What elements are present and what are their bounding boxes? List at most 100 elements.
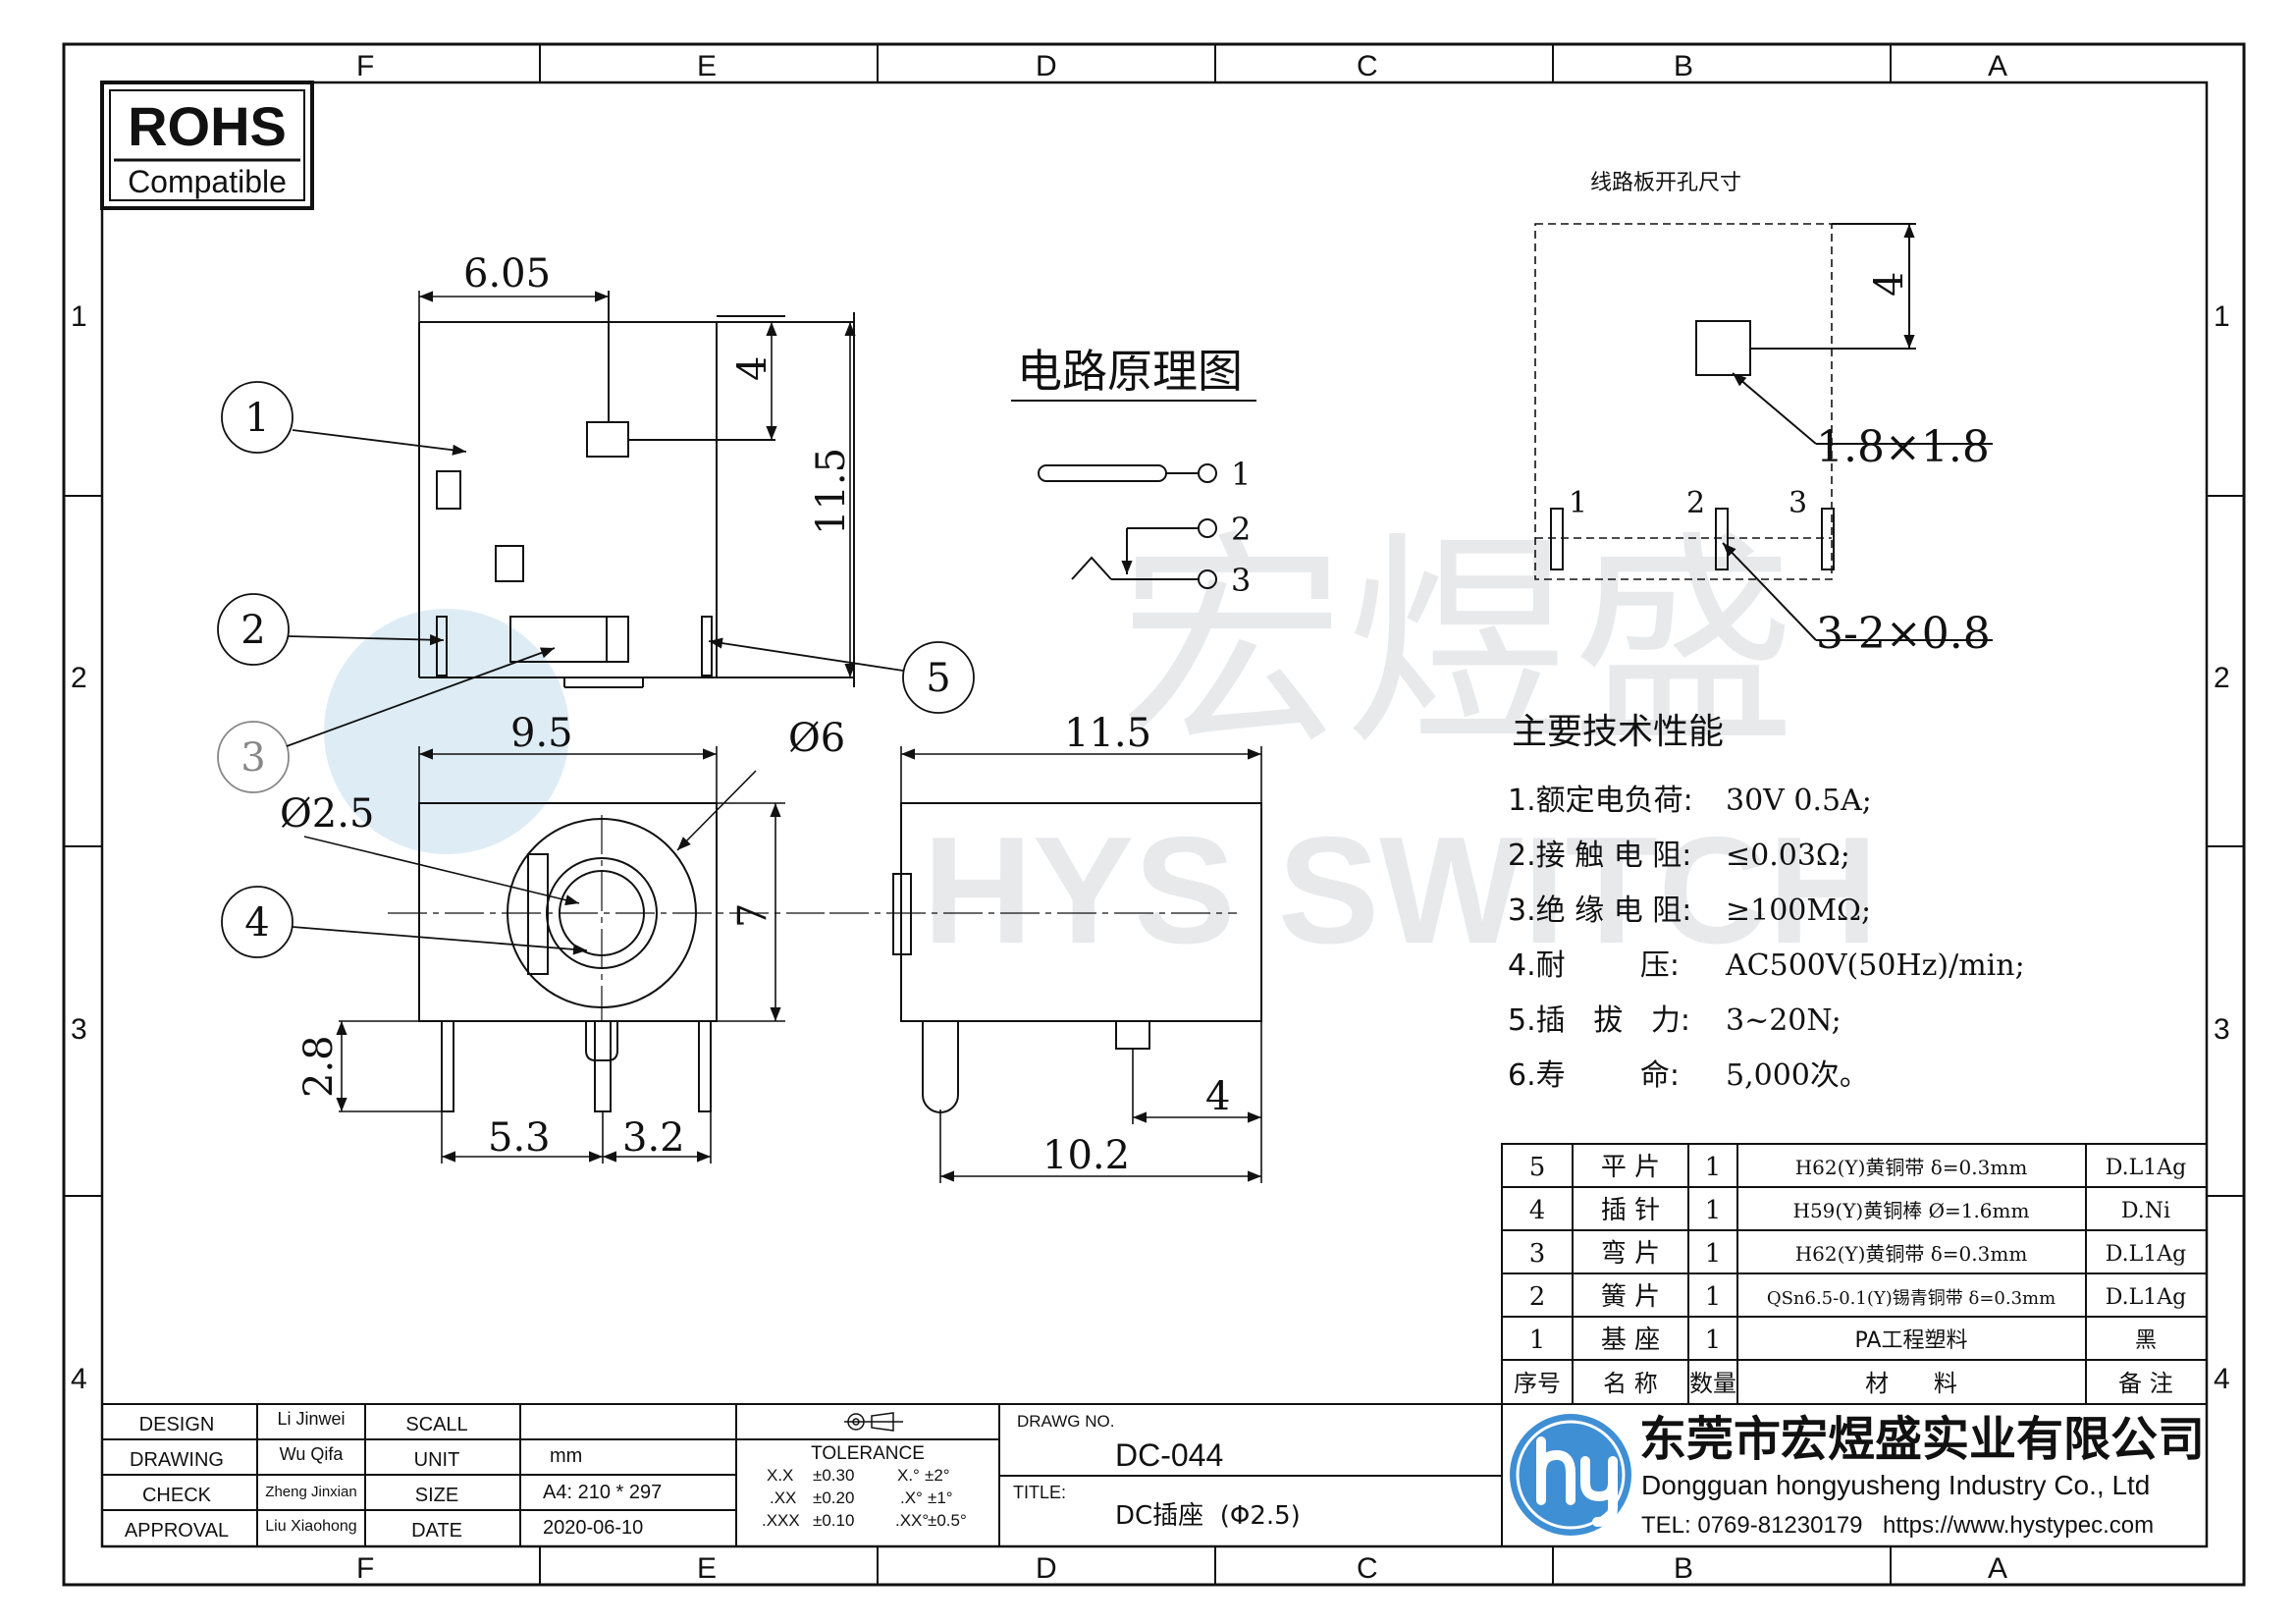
row-label-right: 1 [2214,300,2230,333]
label-drawing: DRAWING [130,1449,224,1471]
bom-header-note: 备 注 [2118,1370,2173,1397]
specs-title: 主要技术性能 [1512,712,1724,752]
front-view-dims [418,291,856,677]
callout-2: 2 [240,608,265,653]
bom-header-qty: 数量 [1689,1370,1736,1397]
callout-4: 4 [244,900,269,946]
dim-side-length: 11.5 [1064,711,1151,756]
pcb-offset: 4 [1867,272,1912,297]
col-label-bottom: B [1674,1552,1693,1585]
dim-bottom-width: 9.5 [510,711,573,756]
bottom-view-dims [303,746,785,1164]
col-label-top: D [1036,50,1057,82]
tol-left-value: ±0.10 [813,1511,854,1530]
value-date: 2020-06-10 [543,1517,643,1539]
value-size: A4: 210 * 297 [543,1482,662,1503]
tol-left-value: ±0.20 [813,1489,854,1507]
projection-symbol-icon [844,1412,903,1432]
label-unit: UNIT [414,1449,460,1471]
bom-name: 弯 片 [1601,1239,1660,1269]
company-url[interactable]: https://www.hystypec.com [1883,1512,2154,1539]
value-unit: mm [550,1445,582,1467]
schematic-pin-3: 3 [1231,562,1251,599]
pcb-pin-1: 1 [1569,486,1587,520]
side-view-dims [900,746,1262,1183]
label-drawing-no: DRAWG NO. [1017,1412,1114,1431]
bom-no: 4 [1529,1196,1546,1225]
bom-header-name: 名 称 [1603,1370,1658,1397]
col-label-bottom: A [1988,1552,2007,1585]
bom-name: 插 针 [1601,1196,1660,1225]
col-label-bottom: C [1357,1552,1378,1585]
pcb-pin-3: 3 [1789,486,1807,520]
company-name-cn: 东莞市宏煜盛实业有限公司 [1639,1412,2205,1467]
bom-no: 3 [1529,1239,1546,1269]
col-label-top: B [1674,50,1693,82]
spec-label: 4.耐 压: [1508,948,1680,983]
rohs-subtitle: Compatible [128,164,287,199]
bom-qty: 1 [1705,1282,1722,1312]
bom-name: 簧 片 [1601,1282,1660,1312]
dim-pin-length: 2.8 [296,1035,342,1098]
col-label-top: F [356,50,374,82]
dim-front-offset: 4 [730,356,775,381]
spec-label: 2.接 触 电 阻: [1508,839,1691,873]
watermark-en: HYS SWITCH [923,805,1878,975]
callout-1: 1 [244,396,269,441]
value-approval: Liu Xiaohong [265,1518,356,1535]
dim-side-pin-offset: 4 [1205,1074,1230,1119]
bom-qty: 1 [1705,1196,1722,1225]
schematic-title: 电路原理图 [1017,345,1243,398]
tol-right-value: ±1° [928,1489,953,1507]
label-design: DESIGN [139,1414,215,1435]
spec-value: ≥100MΩ; [1726,893,1871,928]
bom-no: 1 [1529,1326,1546,1355]
bom-header-no: 序号 [1514,1370,1561,1397]
bom-note: D.L1Ag [2106,1156,2186,1180]
bom-qty: 1 [1705,1239,1722,1269]
label-approval: APPROVAL [125,1520,229,1542]
rohs-title: ROHS [128,95,287,157]
bom-note: 黑 [2135,1328,2157,1353]
pcb-layout [1534,223,1993,641]
company-logo-icon [1510,1414,1631,1536]
value-design: Li Jinwei [277,1409,345,1429]
col-label-top: A [1988,50,2007,82]
drawing-title: DC插座 (Φ2.5) [1115,1501,1301,1531]
bom-material: QSn6.5-0.1(Y)锡青铜带 δ=0.3mm [1767,1288,2056,1309]
company-tel: TEL: 0769-81230179 [1641,1512,1863,1539]
callouts [217,381,975,958]
dim-side-pin-pos: 10.2 [1042,1133,1130,1178]
row-label-left: 4 [71,1363,87,1395]
row-label-right: 3 [2214,1013,2230,1046]
bom-name: 平 片 [1601,1153,1660,1182]
bom-note: D.L1Ag [2106,1242,2186,1267]
spec-value: 30V 0.5A; [1726,784,1872,818]
bom-name: 基 座 [1601,1326,1660,1355]
dim-bottom-height: 7 [730,903,775,928]
pcb-title: 线路板开孔尺寸 [1590,171,1741,195]
dim-pitch-1: 5.3 [488,1115,551,1161]
bom-note: D.L1Ag [2106,1285,2186,1310]
drawing-number: DC-044 [1115,1437,1223,1473]
bom-table [1501,1143,2208,1405]
row-label-right: 4 [2214,1363,2230,1395]
label-check: CHECK [142,1485,212,1506]
tol-left: .XX [770,1489,796,1507]
tol-right: .X° [900,1489,923,1507]
bottom-view [388,802,825,1112]
tol-right-value: ±2° [925,1466,950,1485]
schematic-pin-2: 2 [1231,511,1251,548]
title-block-labels: DESIGN DRAWING CHECK APPROVAL Li Jinwei … [125,1409,1301,1542]
bom-qty: 1 [1705,1326,1722,1355]
bom-no: 5 [1529,1153,1546,1182]
bom-material: H62(Y)黄铜带 δ=0.3mm [1795,1156,2028,1179]
dim-front-height: 11.5 [809,448,854,535]
watermark-logo-icon [324,609,569,854]
col-label-bottom: E [697,1552,717,1585]
callout-5: 5 [926,656,950,701]
value-check: Zheng Jinxian [265,1484,356,1500]
label-date: DATE [411,1520,462,1542]
tol-right: .XX° [895,1511,929,1530]
